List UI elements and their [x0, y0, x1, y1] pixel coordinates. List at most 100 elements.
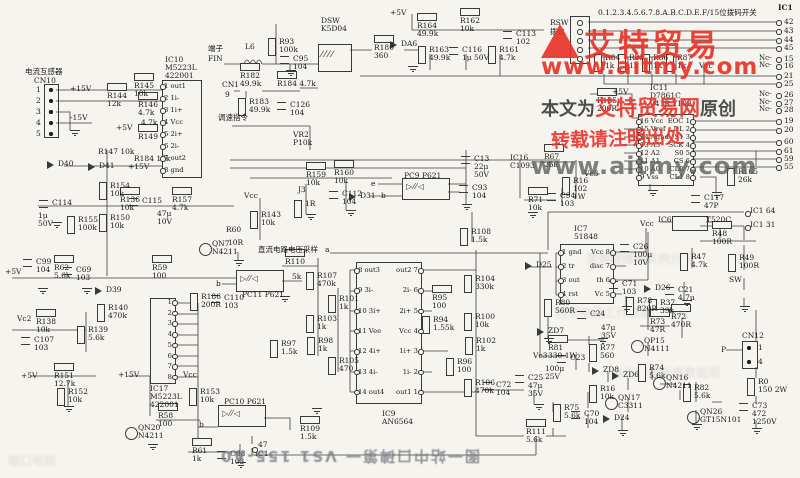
ic10-pin-row: 7 out2	[164, 154, 187, 162]
ic10-pin-circle	[160, 108, 166, 114]
label-vcc: Vcc	[183, 370, 197, 379]
ground-symbol	[648, 190, 658, 198]
label-c126: C126 104	[290, 100, 311, 117]
label-qn7: QN7 N4211	[212, 239, 238, 256]
resistor-symbol	[594, 54, 602, 72]
diode-symbol	[525, 262, 532, 270]
resistor-symbol	[464, 313, 472, 331]
capacitor-symbol	[665, 287, 674, 295]
transistor-symbol	[605, 397, 618, 410]
transistor-symbol	[653, 377, 666, 390]
terminal-label-21: 21	[784, 71, 794, 80]
capacitor-symbol	[691, 195, 700, 203]
label-vc3: Vc3	[533, 351, 548, 360]
label-: 拨位	[550, 27, 565, 36]
resistor-symbol	[597, 88, 617, 96]
ic10-box	[162, 80, 202, 178]
label-b: b	[216, 279, 221, 288]
label-r95: R95 100	[432, 293, 448, 310]
ic9-pin-circle	[354, 328, 360, 335]
label-qn26: QN26 GT15N101	[700, 407, 742, 424]
label-r183: R183 49.9k	[249, 97, 271, 114]
cn10-body-pin	[49, 99, 53, 103]
ground-symbol	[740, 306, 750, 314]
resistor-symbol	[680, 253, 688, 271]
resistor-symbol	[270, 340, 278, 358]
label-r107: R107 470k	[317, 271, 337, 288]
terminal-circle-21	[776, 74, 782, 80]
resistor-symbol	[240, 63, 260, 71]
ic9-pin-row: 13 4i-1i- 2	[358, 368, 418, 376]
cn12-body	[742, 341, 758, 369]
terminal-circle-60	[776, 140, 782, 146]
label-cn10: CN10	[34, 76, 56, 85]
capacitor-symbol	[217, 451, 226, 459]
label-r146: R146 4.7k	[138, 100, 158, 117]
terminal-circle-59	[776, 157, 782, 163]
resistor-symbol	[138, 124, 158, 132]
pin-label: SCK 4	[668, 141, 690, 149]
label-d41: D41	[99, 161, 115, 170]
resistor-symbol	[294, 200, 302, 218]
ic7-pin-circle	[558, 264, 564, 270]
label-r100: R100 10k	[475, 312, 495, 329]
pin-label: 9 Vss	[640, 173, 659, 181]
resistor-symbol	[238, 98, 246, 116]
label-d24: D24	[614, 413, 630, 422]
label-100: 100μ 25V	[545, 364, 565, 381]
pin-label: 9 3i-	[358, 286, 374, 295]
capacitor-symbol	[571, 411, 580, 419]
capacitor-symbol	[515, 375, 524, 383]
resistor-symbol	[277, 71, 297, 79]
terminal-label-28: 28	[784, 105, 794, 114]
terminal-label-20: 20	[784, 125, 794, 134]
label-r109: R109 1.5k	[300, 424, 320, 441]
ic6-body	[672, 216, 708, 231]
capacitor-symbol	[483, 382, 492, 390]
diode-symbol	[603, 415, 610, 423]
label-r60: R60	[226, 225, 242, 234]
terminal-circle-19	[776, 119, 782, 125]
label-r162: R162 10k	[460, 16, 480, 33]
capacitor-symbol	[449, 47, 458, 55]
resistor-symbol	[99, 214, 107, 232]
resistor-symbol	[422, 316, 430, 334]
label-r152: R152 10k	[68, 387, 88, 404]
ic10-pin-circle	[160, 156, 166, 162]
terminal-label-45: 45	[784, 43, 794, 52]
pin-label: EOC 1	[667, 117, 690, 125]
terminal-circle-20	[776, 128, 782, 134]
label-r84: R84 1k	[605, 53, 621, 70]
ic17-pin-row: 7	[167, 362, 172, 371]
terminal-nc-dash: –	[768, 52, 772, 61]
label-l6: L6	[245, 42, 255, 51]
terminal-label-59: 59	[784, 154, 794, 163]
resistor-symbol	[134, 73, 154, 81]
label-c72: C72 104	[496, 380, 512, 397]
label-1r: 1R	[305, 199, 316, 208]
label-r111: R111 5.6k	[526, 427, 546, 444]
terminal-circle-42	[776, 20, 782, 26]
pin-label: 1i- 2	[402, 367, 418, 376]
pin-label: 8 out3	[358, 266, 381, 274]
label-r161: R161 4.7k	[499, 45, 519, 62]
capacitor-symbol	[21, 337, 30, 345]
ic11-pin-circle	[636, 151, 642, 157]
resistor-symbol	[158, 403, 178, 411]
label-r78: R78 820R	[637, 296, 657, 313]
terminal-circle-16	[776, 64, 782, 70]
ic9-pin-circle	[354, 369, 360, 375]
label-r139: R139 5.6k	[88, 325, 108, 342]
label-fin: FIN	[208, 54, 223, 63]
resistor-symbol	[54, 255, 74, 263]
ic9-pin-circle	[354, 389, 360, 396]
label-r71: R71 10k	[528, 195, 544, 212]
label-c99: C99 104	[36, 257, 52, 274]
capacitor-symbol	[277, 102, 286, 110]
label-r106: R106 470k	[475, 378, 495, 395]
label-r151: R151 12.7k	[54, 371, 76, 388]
label-c70: C70 104	[584, 409, 600, 426]
